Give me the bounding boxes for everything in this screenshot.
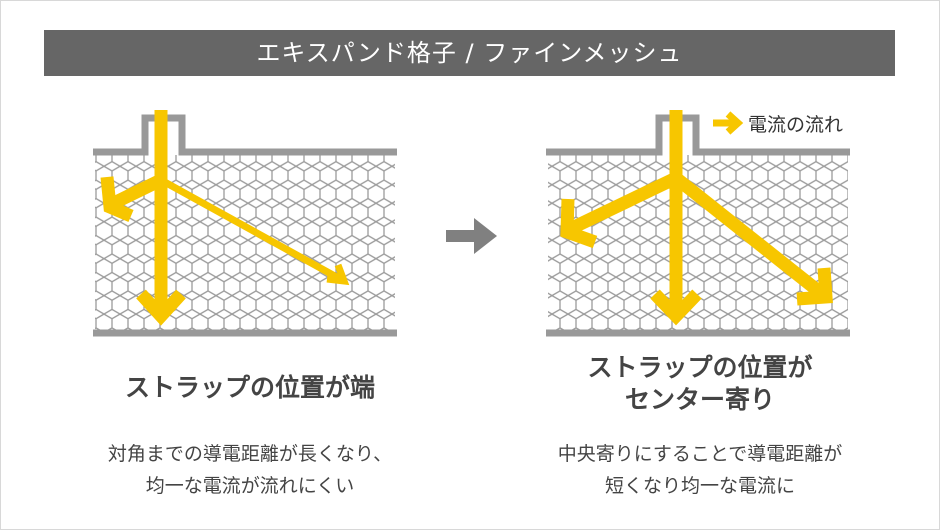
left-arrowhead-left: [100, 176, 134, 222]
left-arrow-left: [111, 174, 164, 209]
legend: 電流の流れ: [712, 108, 843, 138]
left-caption: ストラップの位置が端: [60, 372, 440, 404]
right-description-line: 短くなり均一な電流に: [604, 475, 795, 497]
right-arrow-diagonal: [671, 172, 827, 300]
left-arrowhead-down: [136, 289, 186, 326]
left-mesh: [95, 155, 395, 331]
left-description-line: 対角までの導電距離が長くなり、: [107, 443, 393, 465]
right-arrowhead-down: [650, 289, 702, 326]
right-arrowhead-diagonal: [796, 267, 833, 306]
left-caption-line: ストラップの位置が端: [124, 373, 375, 402]
left-current-arrows: [100, 110, 350, 326]
right-caption: ストラップの位置が センター寄り: [500, 352, 900, 416]
right-arrowhead-left: [560, 198, 598, 249]
left-arrow-diagonal: [159, 176, 344, 284]
title-banner: エキスパンド格子 / ファインメッシュ: [44, 30, 895, 76]
right-arrow-icon: [446, 218, 497, 254]
right-current-arrows: [560, 110, 833, 326]
right-arrow-left: [569, 172, 679, 234]
left-arrowhead-diagonal: [326, 263, 350, 286]
legend-label: 電流の流れ: [748, 113, 844, 136]
banner-title: エキスパンド格子 / ファインメッシュ: [256, 39, 683, 67]
legend-arrow-icon: [713, 111, 744, 135]
right-caption-line: センター寄り: [624, 385, 775, 414]
left-top-frame: [93, 114, 397, 156]
left-description: 対角までの導電距離が長くなり、 均一な電流が流れにくい: [40, 438, 460, 502]
left-description-line: 均一な電流が流れにくい: [145, 475, 355, 497]
right-description: 中央寄りにすることで導電距離が 短くなり均一な電流に: [490, 438, 910, 502]
right-description-line: 中央寄りにすることで導電距離が: [557, 443, 843, 465]
right-caption-line: ストラップの位置が: [587, 353, 813, 382]
